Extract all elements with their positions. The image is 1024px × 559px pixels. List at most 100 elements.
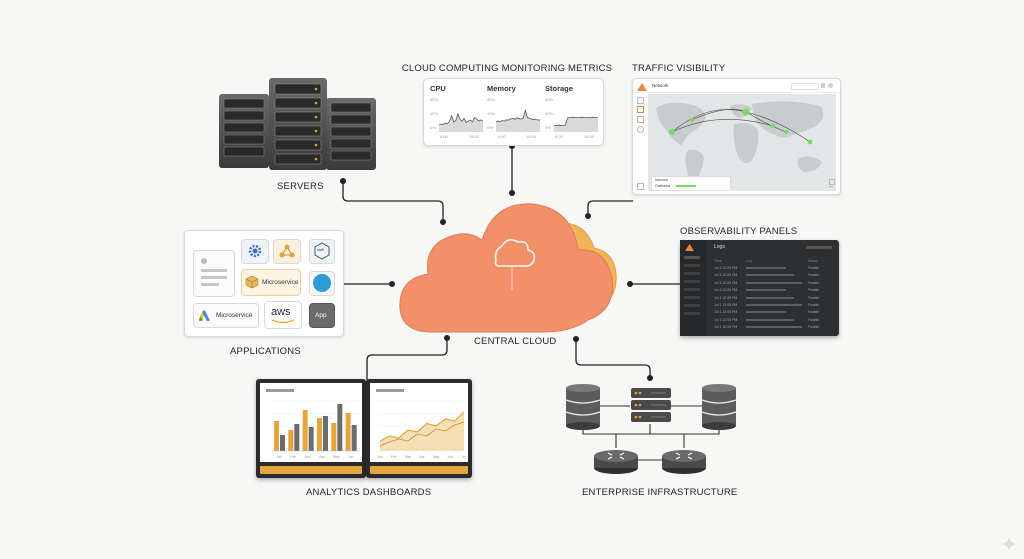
x-tick-label: Mar: [305, 455, 312, 459]
bar-gray: [351, 425, 357, 451]
y-tick: 0%: [430, 125, 436, 130]
memory-sparkline: [496, 108, 540, 132]
logs-nav-item[interactable]: [684, 304, 700, 307]
logs-nav-item[interactable]: [684, 288, 700, 291]
app-tile-swift[interactable]: swift: [309, 239, 335, 264]
sparkline-area: [554, 117, 598, 132]
nav-home-icon[interactable]: [637, 97, 644, 104]
bell-icon[interactable]: [821, 83, 825, 88]
log-row-time: Jul 1 12:05 PM: [714, 317, 738, 322]
app-tile-microservice-a[interactable]: Microservice: [193, 303, 259, 328]
zoom-in-icon[interactable]: [829, 179, 835, 185]
log-row-message: [746, 274, 794, 277]
log-row-message: [746, 281, 802, 284]
sparkline-line: [439, 112, 483, 126]
app-tile-microservice-cube[interactable]: Microservice: [241, 269, 301, 296]
log-row-message: [746, 267, 786, 269]
logs-nav-item[interactable]: [684, 264, 700, 267]
servers-label: SERVERS: [277, 181, 324, 192]
search-input[interactable]: [791, 83, 819, 90]
log-row-status: Fixable: [808, 295, 820, 300]
sparkline-line: [554, 116, 598, 126]
y-tick: 80%: [430, 97, 439, 102]
logs-nav-item[interactable]: [684, 272, 700, 275]
log-row-time: Jul 1 12:05 PM: [714, 310, 738, 315]
log-row-time: Jul 1 12:05 PM: [714, 266, 738, 270]
australia-shape: [797, 156, 822, 172]
logs-nav-item[interactable]: [684, 296, 700, 299]
applications-panel: swift Microservice Microservice aws App: [184, 230, 344, 337]
log-row-status: Fixable: [808, 266, 820, 270]
logs-search-input[interactable]: [806, 246, 832, 249]
log-row-status: Fixable: [808, 303, 820, 307]
x-tick: 0:00: [555, 134, 563, 139]
north-america-shape: [656, 102, 706, 146]
microservice-label: Microservice: [216, 312, 253, 319]
africa-shape: [733, 122, 759, 164]
log-row-status: Fixable: [808, 288, 820, 293]
log-row-status: Fixable: [808, 280, 820, 285]
bar-gray: [308, 427, 314, 451]
nav-settings-icon[interactable]: [637, 126, 644, 133]
nav-list-icon[interactable]: [637, 116, 644, 123]
database-right-icon: [701, 384, 737, 430]
sparkle-icon: [1002, 537, 1016, 551]
x-tick: 0:00: [498, 134, 506, 139]
traffic-legend: Inbound Outbound: [651, 176, 731, 191]
x-tick-label: May: [333, 455, 340, 459]
nav-chart-icon[interactable]: [637, 106, 644, 113]
app-tile-circle[interactable]: [309, 271, 335, 296]
app-tile-document[interactable]: [193, 250, 235, 297]
memory-title: Memory: [487, 84, 516, 93]
bar-gray: [337, 404, 343, 451]
zoom-out-icon[interactable]: [829, 186, 833, 187]
user-icon[interactable]: [828, 83, 833, 88]
metrics-card: CPU Memory Storage 80% 40% 0% 80% 40% 0%…: [423, 78, 604, 146]
y-tick: 0%: [487, 125, 493, 130]
enterprise-infrastructure-icon: [565, 384, 737, 474]
bar-gold: [302, 410, 308, 451]
logs-nav-item[interactable]: [684, 280, 700, 283]
x-tick-label: May: [433, 455, 440, 459]
x-tick-label: Jul: [462, 455, 466, 459]
hexagon-icon: [314, 242, 330, 260]
app-tile-gear[interactable]: [241, 239, 269, 264]
line-area: [380, 412, 464, 451]
y-tick: 40%: [430, 111, 439, 116]
logs-nav-item[interactable]: [684, 312, 700, 315]
x-tick-label: Mar: [405, 455, 412, 459]
central-cloud-icon: [399, 203, 617, 333]
bar-gold: [288, 430, 294, 451]
cloud-glyph-icon: [494, 238, 536, 267]
logs-nav-item[interactable]: [684, 256, 700, 259]
router-left-icon: [594, 450, 638, 474]
connector-enterprise: [575, 339, 651, 378]
bar-gray: [323, 416, 328, 451]
bar-gray: [280, 435, 285, 451]
log-row-time: Jul 1 12:05 PM: [714, 288, 738, 293]
traffic-title: Network: [652, 83, 669, 88]
col-log: Log: [746, 259, 752, 263]
log-row-time: Jul 1 12:05 PM: [714, 280, 738, 285]
col-time: Time: [714, 259, 722, 263]
nav-user-icon[interactable]: [637, 183, 644, 190]
connector-servers: [342, 181, 444, 222]
x-tick-label: Jun: [447, 455, 453, 459]
x-tick-label: Jan: [377, 455, 383, 459]
connector-analytics: [366, 338, 448, 380]
legend-outbound: Outbound: [655, 184, 671, 188]
storage-title: Storage: [545, 84, 573, 93]
series-line-b: [379, 421, 465, 447]
x-tick-label: Jun: [348, 455, 354, 459]
observability-label: OBSERVABILITY PANELS: [680, 226, 798, 237]
network-nodes-icon: [279, 244, 295, 258]
app-tile-aws[interactable]: aws: [264, 301, 302, 329]
microservice-label: Microservice: [262, 279, 299, 286]
aws-logo: aws: [271, 306, 291, 318]
app-tile-app[interactable]: App: [309, 303, 335, 328]
app-tile-network[interactable]: [273, 239, 301, 264]
enterprise-label: ENTERPRISE INFRASTRUCTURE: [582, 487, 738, 498]
